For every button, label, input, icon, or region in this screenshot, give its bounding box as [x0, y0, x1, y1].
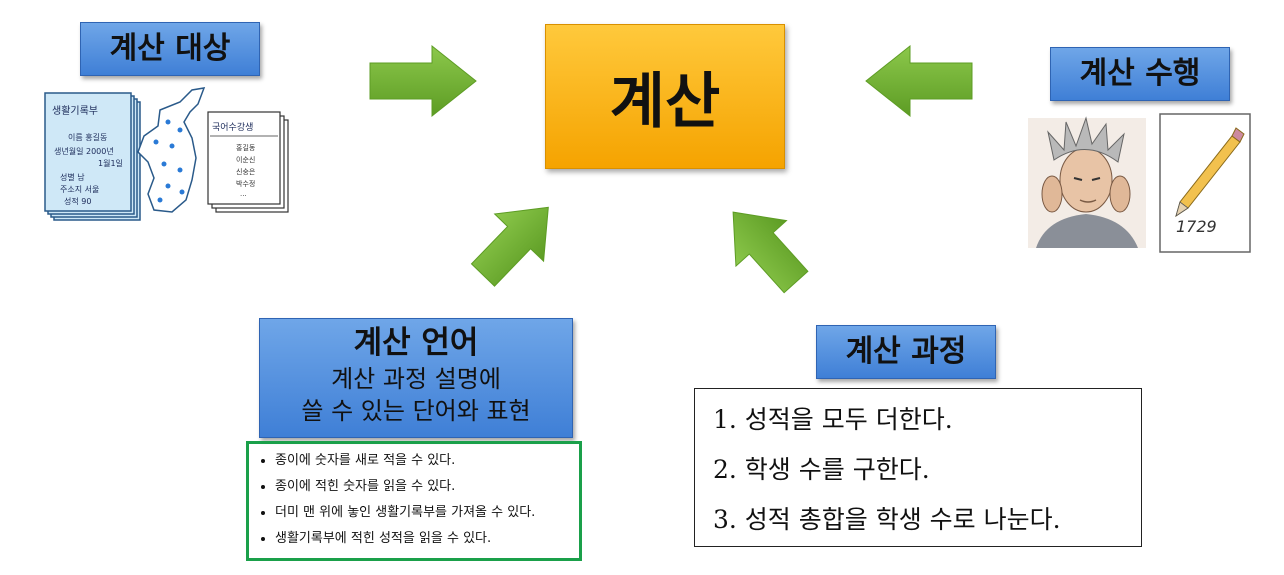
process-label-text: 계산 과정 [845, 334, 967, 369]
language-label-title: 계산 언어 [353, 325, 479, 361]
language-commands-list: 종이에 숫자를 새로 적을 수 있다. 종이에 적힌 숫자를 읽을 수 있다. … [261, 452, 569, 547]
roster-name-4: 박수정 [236, 179, 255, 188]
arrow-object-to-center [369, 44, 477, 118]
roster-name-3: 신숭은 [236, 167, 256, 176]
command-item: 종이에 적힌 숫자를 읽을 수 있다. [275, 478, 569, 495]
korea-map-icon [137, 87, 206, 213]
record-line-5: 주소지 서울 [60, 185, 99, 194]
arrow-language-to-center [470, 206, 549, 287]
record-line-4: 성별 남 [60, 172, 85, 182]
object-label-text: 계산 대상 [109, 31, 231, 66]
language-commands-box: 종이에 숫자를 새로 적을 수 있다. 종이에 적힌 숫자를 읽을 수 있다. … [246, 441, 582, 561]
thinking-person-icon [1028, 116, 1146, 248]
process-step-3: 3. 성적 총합을 학생 수로 나눈다. [713, 505, 1061, 534]
record-line-1: 이름 홍길동 [68, 132, 107, 142]
performer-label: 계산 수행 [1050, 47, 1230, 101]
record-line-3: 1월1일 [98, 158, 123, 168]
center-box: 계산 [545, 24, 785, 169]
process-step-2: 2. 학생 수를 구한다. [713, 455, 930, 484]
roster-stack-icon: 국어수강생 홍길동 이순신 신숭은 박수정 ... [207, 111, 289, 213]
process-step-1: 1. 성적을 모두 더한다. [713, 405, 953, 434]
command-item: 종이에 숫자를 새로 적을 수 있다. [275, 452, 569, 469]
language-label: 계산 언어 계산 과정 설명에 쓸 수 있는 단어와 표현 [259, 318, 573, 438]
performer-illustration: 1729 [1028, 113, 1251, 253]
process-label: 계산 과정 [816, 325, 996, 379]
record-line-2: 생년월일 2000년 [54, 146, 114, 156]
language-subtitle-1: 계산 과정 설명에 [331, 365, 501, 393]
center-label: 계산 [609, 67, 721, 137]
record-title: 생활기록부 [52, 104, 98, 117]
roster-name-5: ... [240, 190, 247, 198]
roster-title: 국어수강생 [212, 122, 253, 133]
object-illustration: 생활기록부 이름 홍길동 생년월일 2000년 1월1일 성별 남 주소지 서울… [44, 87, 289, 221]
object-label: 계산 대상 [80, 22, 260, 76]
pencil-paper-icon: 1729 [1159, 113, 1251, 253]
record-stack-icon: 생활기록부 이름 홍길동 생년월일 2000년 1월1일 성별 남 주소지 서울… [44, 92, 141, 221]
process-steps-box: 1. 성적을 모두 더한다. 2. 학생 수를 구한다. 3. 성적 총합을 학… [694, 388, 1142, 547]
arrow-performer-to-center [865, 44, 973, 118]
command-item: 생활기록부에 적힌 성적을 읽을 수 있다. [275, 530, 569, 547]
performer-label-text: 계산 수행 [1079, 56, 1201, 91]
arrow-process-to-center [732, 211, 809, 294]
paper-number: 1729 [1176, 217, 1217, 236]
roster-name-2: 이순신 [236, 155, 255, 164]
language-subtitle-2: 쓸 수 있는 단어와 표현 [301, 397, 531, 425]
command-item: 더미 맨 위에 놓인 생활기록부를 가져올 수 있다. [275, 504, 569, 521]
roster-name-1: 홍길동 [236, 143, 256, 152]
record-line-6: 성적 90 [64, 196, 91, 206]
